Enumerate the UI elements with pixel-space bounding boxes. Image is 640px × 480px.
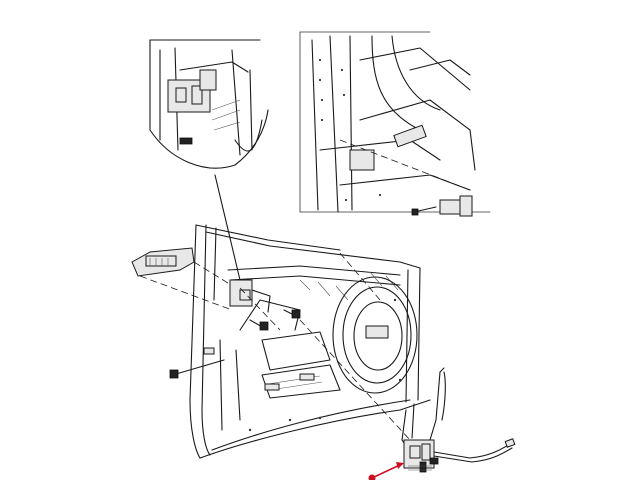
exterior-door-handle [131,247,237,311]
detail-view-door-frame [299,31,491,217]
screw-lower-left [169,359,225,379]
door-inner-panel [189,224,431,459]
screw-upper [249,319,269,331]
callout-arrow [368,462,404,480]
screw-middle [283,309,301,319]
striker-plate [439,195,473,217]
magnified-inset [149,39,269,281]
door-latch-assembly [401,367,516,473]
handle-bracket [229,279,271,313]
striker-bolt [411,206,437,216]
rivet-dots [318,58,382,202]
speaker-opening [332,276,418,394]
